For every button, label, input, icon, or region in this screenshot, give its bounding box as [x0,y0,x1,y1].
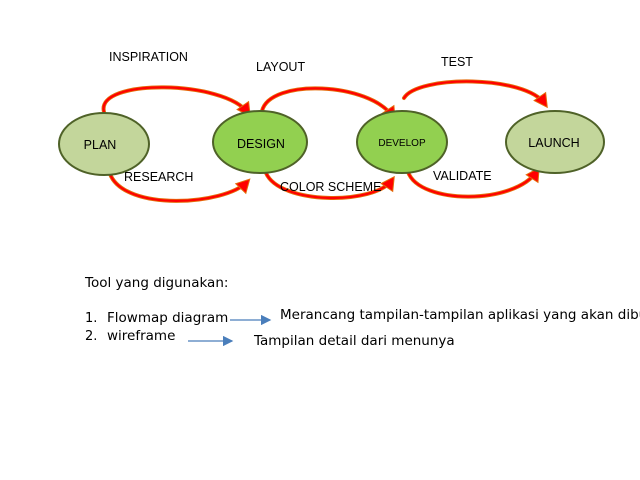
tool-2-description: Tampilan detail dari menunya [254,333,455,349]
tool-2-number: 2. [85,329,98,344]
node-plan-shape [58,112,150,176]
edge-arrow-core-design-develop-bottom [264,171,394,200]
edge-arrow-develop-launch-top [402,79,547,106]
edge-label-color-scheme: COLOR SCHEME [280,180,381,194]
node-plan-label: PLAN [84,138,117,152]
tool-1-name: Flowmap diagram [107,310,229,326]
tool-1-description: Merancang tampilan-tampilan aplikasi yan… [280,307,640,323]
edge-arrow-core-develop-launch-bottom [406,169,539,198]
edge-arrow-core-plan-design-bottom [108,172,249,202]
edge-label-validate: VALIDATE [433,169,492,183]
edge-label-layout: LAYOUT [256,60,305,74]
edge-arrow-core-develop-launch-top [402,80,547,106]
node-develop: DEVELOP [356,110,448,174]
node-develop-shape [356,110,448,174]
node-launch-label: LAUNCH [528,136,579,150]
node-design: DESIGN [212,110,308,174]
tool-2-name: wireframe [107,328,176,344]
node-design-shape [212,110,308,174]
node-plan: PLAN [58,112,150,176]
edge-label-research: RESEARCH [124,170,193,184]
node-develop-label: DEVELOP [378,138,426,149]
edge-label-test: TEST [441,55,473,69]
edge-arrowhead-design-develop-bottom [380,175,395,193]
edge-label-inspiration: INSPIRATION [109,50,188,64]
node-design-label: DESIGN [237,137,285,151]
node-launch-shape [505,110,605,174]
edge-arrowhead-develop-launch-top [533,91,548,109]
node-launch: LAUNCH [505,110,605,174]
tools-heading: Tool yang digunakan: [85,275,229,291]
edge-arrow-core-plan-design-top [102,86,250,115]
edge-arrowhead-plan-design-bottom [234,178,251,195]
tool-1-number: 1. [85,311,98,326]
edge-arrow-core-design-develop-top [260,87,395,119]
